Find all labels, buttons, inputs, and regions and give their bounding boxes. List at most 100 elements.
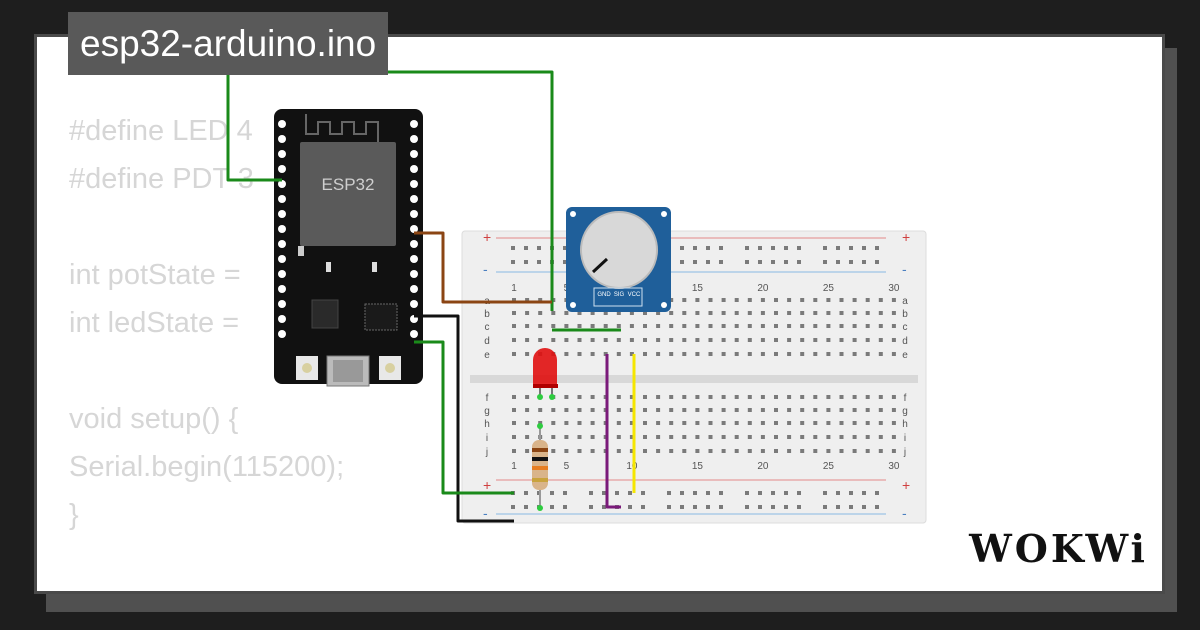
breadboard-hole[interactable] bbox=[602, 505, 606, 509]
breadboard-hole[interactable] bbox=[695, 338, 700, 342]
breadboard-hole[interactable] bbox=[603, 324, 608, 328]
breadboard-hole[interactable] bbox=[628, 505, 632, 509]
breadboard-hole[interactable] bbox=[525, 298, 530, 302]
breadboard-hole[interactable] bbox=[771, 260, 775, 264]
breadboard-hole[interactable] bbox=[708, 352, 713, 356]
breadboard-hole[interactable] bbox=[511, 246, 515, 250]
breadboard-hole[interactable] bbox=[643, 408, 647, 412]
breadboard-hole[interactable] bbox=[862, 260, 866, 264]
breadboard-hole[interactable] bbox=[680, 505, 684, 509]
breadboard-hole[interactable] bbox=[878, 421, 883, 425]
breadboard-hole[interactable] bbox=[734, 408, 739, 412]
breadboard-hole[interactable] bbox=[628, 491, 632, 495]
breadboard-hole[interactable] bbox=[852, 311, 857, 315]
breadboard-hole[interactable] bbox=[839, 324, 844, 328]
breadboard-hole[interactable] bbox=[891, 395, 896, 399]
breadboard-hole[interactable] bbox=[695, 298, 700, 302]
breadboard-hole[interactable] bbox=[891, 435, 896, 439]
breadboard-hole[interactable] bbox=[656, 324, 661, 328]
breadboard-hole[interactable] bbox=[734, 421, 739, 425]
breadboard-hole[interactable] bbox=[656, 449, 661, 453]
breadboard-hole[interactable] bbox=[680, 491, 684, 495]
potentiometer[interactable]: GND SIG VCC bbox=[566, 207, 671, 312]
esp32-header-pin[interactable] bbox=[278, 330, 286, 338]
breadboard-hole[interactable] bbox=[708, 408, 713, 412]
breadboard-hole[interactable] bbox=[823, 246, 827, 250]
breadboard-hole[interactable] bbox=[875, 505, 879, 509]
breadboard-hole[interactable] bbox=[721, 324, 726, 328]
breadboard-hole[interactable] bbox=[537, 260, 541, 264]
breadboard-hole[interactable] bbox=[774, 435, 778, 439]
breadboard-hole[interactable] bbox=[719, 505, 723, 509]
esp32-header-pin[interactable] bbox=[278, 225, 286, 233]
breadboard-hole[interactable] bbox=[734, 435, 739, 439]
breadboard-hole[interactable] bbox=[771, 246, 775, 250]
breadboard-hole[interactable] bbox=[826, 298, 831, 302]
breadboard-hole[interactable] bbox=[525, 395, 530, 399]
breadboard-hole[interactable] bbox=[865, 408, 870, 412]
breadboard-hole[interactable] bbox=[747, 421, 752, 425]
breadboard-hole[interactable] bbox=[682, 435, 687, 439]
breadboard-hole[interactable] bbox=[525, 352, 530, 356]
breadboard-hole[interactable] bbox=[682, 338, 687, 342]
breadboard-hole[interactable] bbox=[590, 352, 595, 356]
breadboard-hole[interactable] bbox=[680, 246, 684, 250]
breadboard-hole[interactable] bbox=[865, 311, 870, 315]
breadboard-hole[interactable] bbox=[836, 505, 840, 509]
breadboard-hole[interactable] bbox=[577, 435, 582, 439]
breadboard-hole[interactable] bbox=[629, 311, 634, 315]
breadboard-hole[interactable] bbox=[706, 260, 710, 264]
breadboard-hole[interactable] bbox=[747, 449, 752, 453]
breadboard-hole[interactable] bbox=[852, 435, 857, 439]
breadboard-hole[interactable] bbox=[577, 408, 582, 412]
breadboard-hole[interactable] bbox=[538, 421, 543, 425]
breadboard-hole[interactable] bbox=[577, 352, 582, 356]
breadboard-hole[interactable] bbox=[564, 395, 569, 399]
breadboard-hole[interactable] bbox=[787, 324, 792, 328]
breadboard-hole[interactable] bbox=[616, 408, 621, 412]
breadboard-hole[interactable] bbox=[800, 298, 805, 302]
breadboard-hole[interactable] bbox=[538, 311, 543, 315]
esp32-header-pin[interactable] bbox=[278, 180, 286, 188]
breadboard-hole[interactable] bbox=[629, 449, 634, 453]
esp32-header-pin[interactable] bbox=[410, 300, 418, 308]
breadboard-hole[interactable] bbox=[525, 338, 530, 342]
breadboard-hole[interactable] bbox=[525, 408, 530, 412]
breadboard-hole[interactable] bbox=[839, 352, 844, 356]
breadboard-hole[interactable] bbox=[721, 435, 726, 439]
breadboard-hole[interactable] bbox=[669, 435, 674, 439]
breadboard-hole[interactable] bbox=[875, 246, 879, 250]
breadboard-hole[interactable] bbox=[787, 449, 792, 453]
breadboard-hole[interactable] bbox=[826, 352, 831, 356]
breadboard-hole[interactable] bbox=[839, 435, 844, 439]
breadboard-hole[interactable] bbox=[849, 491, 853, 495]
breadboard-hole[interactable] bbox=[760, 311, 765, 315]
breadboard-hole[interactable] bbox=[839, 449, 844, 453]
esp32-header-pin[interactable] bbox=[410, 195, 418, 203]
breadboard-hole[interactable] bbox=[577, 421, 582, 425]
breadboard-hole[interactable] bbox=[797, 491, 801, 495]
breadboard-hole[interactable] bbox=[852, 298, 857, 302]
breadboard-hole[interactable] bbox=[865, 352, 870, 356]
breadboard-hole[interactable] bbox=[564, 324, 569, 328]
breadboard-hole[interactable] bbox=[747, 395, 752, 399]
breadboard-hole[interactable] bbox=[771, 491, 775, 495]
breadboard-hole[interactable] bbox=[669, 352, 674, 356]
breadboard-hole[interactable] bbox=[656, 421, 661, 425]
breadboard-hole[interactable] bbox=[643, 338, 647, 342]
breadboard-hole[interactable] bbox=[745, 491, 749, 495]
breadboard-hole[interactable] bbox=[590, 449, 595, 453]
breadboard-hole[interactable] bbox=[774, 311, 778, 315]
breadboard-hole[interactable] bbox=[708, 338, 713, 342]
breadboard-hole[interactable] bbox=[643, 395, 647, 399]
esp32-header-pin[interactable] bbox=[278, 315, 286, 323]
breadboard-hole[interactable] bbox=[800, 352, 805, 356]
breadboard-hole[interactable] bbox=[891, 298, 896, 302]
breadboard-hole[interactable] bbox=[695, 352, 700, 356]
breadboard-hole[interactable] bbox=[590, 324, 595, 328]
breadboard-hole[interactable] bbox=[512, 395, 516, 399]
breadboard-hole[interactable] bbox=[865, 435, 870, 439]
breadboard-hole[interactable] bbox=[774, 352, 778, 356]
breadboard-hole[interactable] bbox=[719, 491, 723, 495]
breadboard-hole[interactable] bbox=[695, 324, 700, 328]
